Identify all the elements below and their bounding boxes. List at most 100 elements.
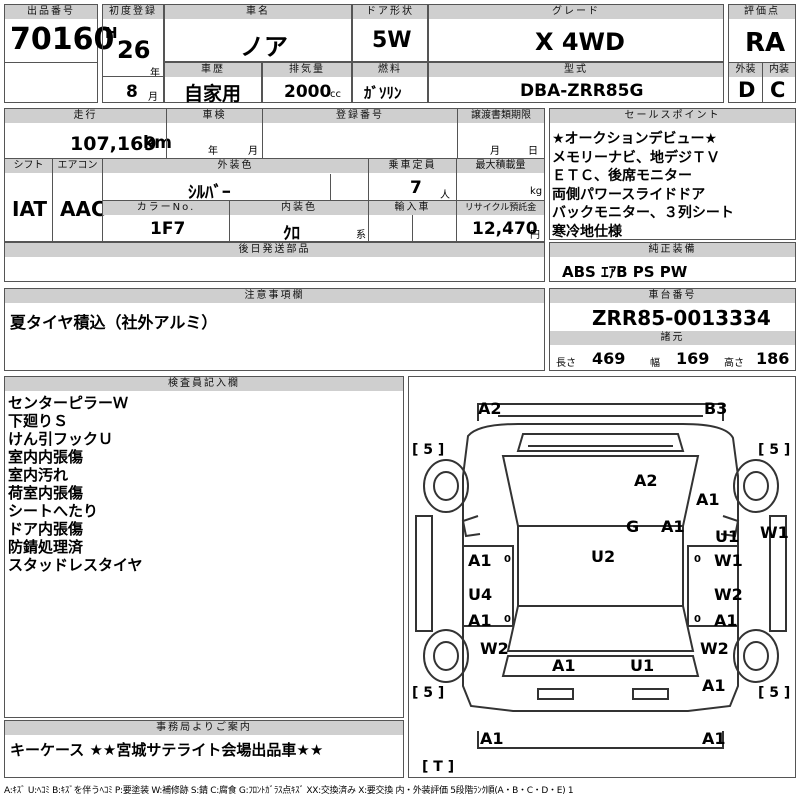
inspector-item: 室内内張傷 [8, 448, 84, 466]
tire-mark: [ 5 ] [758, 685, 790, 701]
diagram-label: B3 [704, 399, 727, 418]
diagram-label: U1 [630, 656, 654, 675]
diagram-label: W2 [700, 639, 729, 658]
capacity: 7 [410, 178, 422, 198]
inspector-box [4, 376, 404, 718]
ext-label: 外装 [729, 63, 762, 77]
wid: 169 [676, 349, 710, 368]
diagram-label: A1 [552, 656, 576, 675]
color-label: 外装色 [103, 159, 368, 173]
inspector-list: センターピラーＷ 下廻りＳ けん引フックＵ 室内内張傷 室内汚れ 荷室内張傷 シ… [8, 394, 143, 574]
type-label: 型式 [429, 63, 723, 77]
inspect-label: 車検 [167, 109, 262, 123]
diagram-label: A1 [468, 551, 492, 570]
inspector-item: センターピラーＷ [8, 394, 129, 412]
notes-label: 注意事項欄 [5, 289, 544, 303]
model-box [164, 4, 352, 62]
intcolor-unit: 系 [356, 230, 366, 241]
hgt-label: 高さ [724, 358, 744, 369]
chassis-box [549, 288, 796, 371]
capacity-label: 乗車定員 [369, 159, 456, 173]
small-mark: 0 [504, 554, 511, 565]
recycle-unit: 円 [530, 230, 540, 241]
intcolor-label: 内装色 [230, 201, 368, 215]
recycle: 12,470 [472, 219, 538, 239]
shift-label: シフト [5, 159, 52, 173]
chassis-label: 車台番号 [550, 289, 795, 303]
inspector-item: スタッドレスタイヤ [8, 556, 143, 574]
door: 5W [372, 28, 412, 53]
hgt: 186 [756, 349, 790, 368]
colorno-label: カラーNo. [103, 201, 229, 215]
month-unit: 月 [148, 92, 158, 103]
sales-list: ★オークションデビュー★ メモリーナビ、地デジＴＶ ＥＴＣ、後席モニター 両側パ… [552, 130, 734, 241]
load-label: 最大積載量 [457, 159, 544, 173]
model: ノア [240, 33, 288, 61]
tire-mark: [ 5 ] [758, 442, 790, 458]
history-box [164, 62, 262, 103]
disp-label: 排気量 [263, 63, 351, 77]
score-label: 評価点 [729, 5, 795, 19]
color: ｼﾙﾊﾞｰ [188, 183, 231, 203]
spec-label: 諸元 [550, 331, 795, 345]
intcolor: ｸﾛ [283, 224, 300, 244]
diagram-label: A1 [702, 729, 726, 748]
sales-label: セールスポイント [550, 109, 795, 123]
small-mark: 0 [504, 614, 511, 625]
sales-item: 寒冷地仕様 [552, 223, 622, 240]
int-score: C [770, 78, 786, 102]
grade: X 4WD [535, 28, 625, 56]
diagram-label: W2 [714, 585, 743, 604]
month: 8 [126, 82, 138, 102]
inspector-item: 下廻りＳ [8, 412, 69, 430]
chassis-number: ZRR85-0013334 [592, 306, 771, 330]
diagram-label: A1 [714, 611, 738, 630]
tire-mark: [ T ] [422, 759, 454, 775]
diagram-label: U2 [591, 547, 615, 566]
regno-label: 登録番号 [263, 109, 457, 123]
recycle-label: リサイクル預託金 [457, 201, 544, 215]
first-reg-box [102, 4, 164, 103]
equip: ABS ｴｱB PS PW [562, 263, 688, 281]
disp: 2000 [284, 82, 332, 102]
diagram-box [408, 376, 796, 778]
inspector-item: 室内汚れ [8, 466, 69, 484]
notes: 夏タイヤ積込（社外アルミ） [10, 313, 218, 332]
import-label: 輸入車 [369, 201, 456, 215]
inspector-item: 荷室内張傷 [8, 484, 84, 502]
load-unit: kg [530, 186, 543, 197]
office-box [4, 720, 404, 778]
diagram-label: A1 [661, 517, 685, 536]
sales-item: 両側パワースライドドア [552, 186, 706, 203]
model-label: 車名 [165, 5, 351, 19]
diagram-label: A1 [468, 611, 492, 630]
disp-box [262, 62, 352, 103]
fuel-box [352, 62, 428, 103]
mileage-unit: km [143, 133, 173, 153]
diagram-label: W2 [480, 639, 509, 658]
car-diagram: A2 B3 A2 A1 G A1 U1 W1 A1 U2 W1 U4 W2 A1… [412, 399, 790, 775]
capacity-unit: 人 [440, 190, 450, 201]
fuel: ｶﾞｿﾘﾝ [364, 84, 402, 102]
sales-item: ＥＴＣ、後席モニター [552, 168, 692, 184]
door-box [352, 4, 428, 62]
tire-mark: [ 5 ] [412, 442, 444, 458]
mileage-label: 走行 [5, 109, 166, 123]
legend: A:ｷｽﾞ U:ﾍｺﾐ B:ｷｽﾞを伴うﾍｺﾐ P:要塗装 W:補修跡 S:錆 … [4, 786, 574, 796]
len-label: 長さ [556, 358, 576, 369]
diagram-label: A1 [696, 490, 720, 509]
small-mark: 0 [694, 554, 701, 565]
inspector-item: シートへたり [8, 502, 99, 520]
inspector-label: 検査員記入欄 [5, 377, 403, 391]
fuel-label: 燃料 [353, 63, 427, 77]
inspector-item: 防錆処理済 [8, 538, 84, 556]
diagram-label: A2 [478, 399, 502, 418]
notes-box [4, 288, 545, 371]
inspector-item: けん引フックＵ [8, 430, 114, 448]
len: 469 [592, 349, 626, 368]
office: キーケース ★★宮城サテライト会場出品車★★ [10, 741, 324, 759]
sales-item: メモリーナビ、地デジＴＶ [552, 149, 720, 166]
inspect-year-unit: 年 [208, 146, 218, 157]
year: 26 [117, 36, 151, 64]
colorno: 1F7 [150, 219, 186, 239]
